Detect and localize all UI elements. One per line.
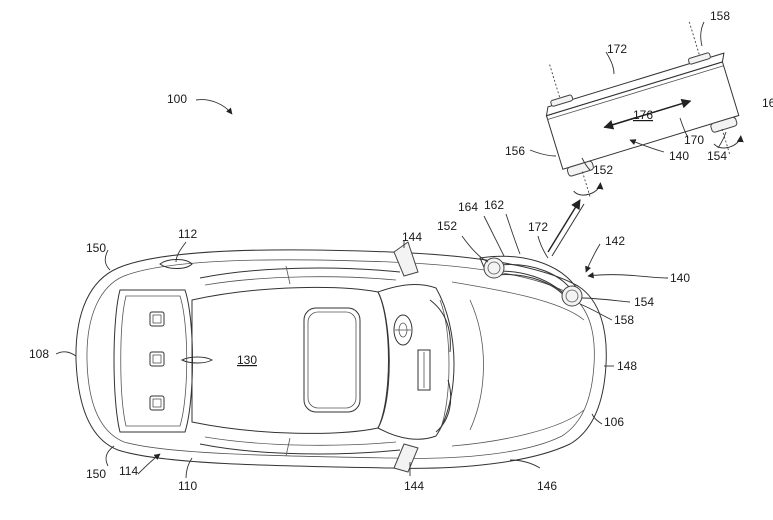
label-154-car: 154 xyxy=(634,295,654,309)
label-148: 148 xyxy=(617,359,637,373)
label-152-car: 152 xyxy=(437,219,457,233)
label-108: 108 xyxy=(29,347,49,361)
leader-lines xyxy=(55,21,727,479)
steering-wheel xyxy=(393,314,413,346)
label-146: 146 xyxy=(537,479,557,493)
label-150-bottom: 150 xyxy=(86,467,106,481)
label-172-detail: 172 xyxy=(607,42,627,56)
label-158-detail: 158 xyxy=(710,9,730,23)
roof-antenna xyxy=(180,356,214,364)
rear-trunk xyxy=(113,289,193,433)
vehicle-body-outline xyxy=(75,249,607,469)
label-130: 130 xyxy=(237,353,257,367)
label-110: 110 xyxy=(178,479,197,493)
label-172-car: 172 xyxy=(528,220,548,234)
vehicle-mounted-device xyxy=(483,257,583,307)
label-106: 106 xyxy=(604,415,624,429)
vehicle-top-view xyxy=(75,241,607,473)
mirror-bottom xyxy=(393,443,419,473)
label-176: 176 xyxy=(633,108,653,122)
label-158-car: 158 xyxy=(614,313,634,327)
device-detail-view xyxy=(545,21,744,199)
label-144-top: 144 xyxy=(402,230,422,244)
label-114: 114 xyxy=(119,464,138,478)
label-170: 170 xyxy=(684,133,704,147)
label-16x: 16 xyxy=(762,96,773,110)
label-164: 164 xyxy=(458,200,478,214)
label-144-bottom: 144 xyxy=(404,479,424,493)
label-140-car: 140 xyxy=(670,271,690,285)
mirror-top xyxy=(393,241,419,277)
label-142: 142 xyxy=(605,234,625,248)
label-140-detail: 140 xyxy=(669,149,689,163)
callout-arrow xyxy=(547,199,585,257)
device-housing xyxy=(545,61,740,170)
rear-seat-row xyxy=(149,311,165,411)
label-152-detail: 152 xyxy=(593,163,613,177)
label-100: 100 xyxy=(167,92,187,106)
label-112: 112 xyxy=(178,227,197,241)
vehicle-roof xyxy=(191,286,390,434)
label-156: 156 xyxy=(505,144,525,158)
reference-numerals: 100 108 150 150 112 114 110 130 144 144 … xyxy=(29,9,773,493)
label-150-top: 150 xyxy=(86,241,106,255)
label-162: 162 xyxy=(484,198,504,212)
label-154-detail: 154 xyxy=(707,149,727,163)
sunroof xyxy=(303,307,361,413)
windshield xyxy=(377,284,455,440)
